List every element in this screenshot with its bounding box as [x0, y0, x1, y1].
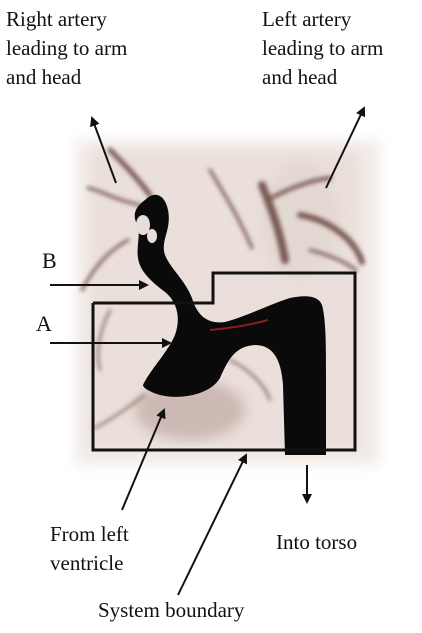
label-line: Left artery [262, 5, 383, 34]
label-point-b: B [42, 246, 57, 275]
label-system-boundary: System boundary [98, 596, 244, 625]
label-right-artery: Right artery leading to arm and head [6, 5, 127, 92]
label-left-artery: Left artery leading to arm and head [262, 5, 383, 92]
label-point-a: A [36, 309, 52, 338]
label-into-torso: Into torso [276, 528, 357, 557]
label-line: leading to arm [6, 34, 127, 63]
label-line: From left [50, 520, 129, 549]
label-line: ventricle [50, 549, 129, 578]
label-from-left-ventricle: From left ventricle [50, 520, 129, 578]
arrow-icon [178, 455, 246, 595]
label-line: leading to arm [262, 34, 383, 63]
label-line: and head [262, 63, 383, 92]
label-line: Right artery [6, 5, 127, 34]
label-line: and head [6, 63, 127, 92]
